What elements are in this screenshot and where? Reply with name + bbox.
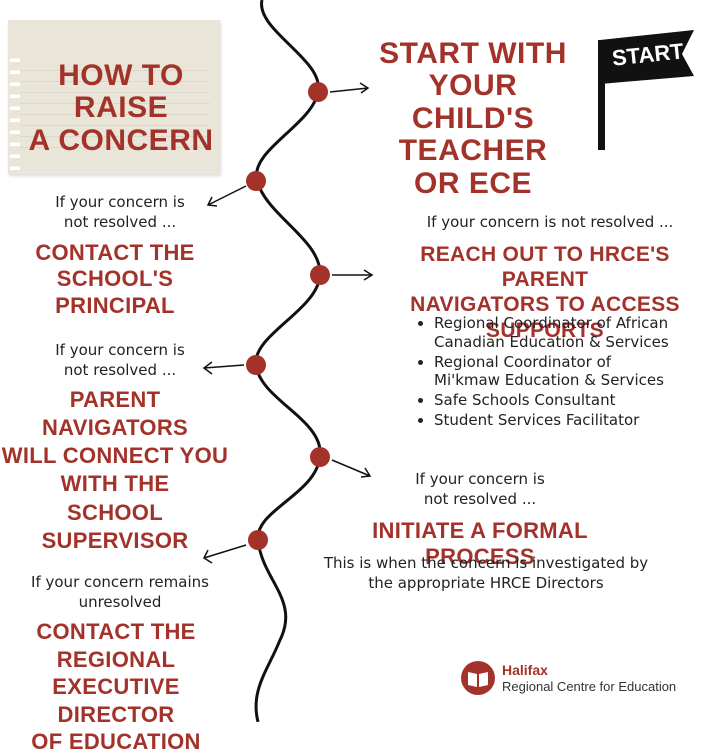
start-flag-icon bbox=[598, 30, 694, 150]
step4-heading: PARENT NAVIGATORS WILL CONNECT YOU WITH … bbox=[0, 386, 230, 555]
step2-heading-line-1: CONTACT THE bbox=[35, 240, 195, 265]
list-item: Regional Coordinator of AfricanCanadian … bbox=[434, 314, 700, 352]
step5-intro-line-1: If your concern is bbox=[415, 470, 545, 488]
bullet-text: Canadian Education & Services bbox=[434, 332, 669, 351]
page-title: HOW TO RAISE A CONCERN bbox=[26, 59, 216, 157]
step6-intro-line-2: unresolved bbox=[78, 592, 162, 611]
arrow-5 bbox=[331, 459, 372, 478]
notepad-lines bbox=[20, 60, 210, 154]
step1-line-1: START WITH YOUR bbox=[379, 37, 567, 103]
step5-body: This is when the concern is investigated… bbox=[310, 554, 662, 593]
step2-intro: If your concern is not resolved ... bbox=[10, 193, 230, 232]
step4-intro: If your concern is not resolved ... bbox=[10, 341, 230, 380]
bullet-text: Regional Coordinator of bbox=[434, 352, 612, 371]
step2-heading: CONTACT THE SCHOOL'S PRINCIPAL bbox=[0, 240, 230, 319]
step4-intro-line-1: If your concern is bbox=[55, 341, 185, 359]
step3-heading-line-1: REACH OUT TO HRCE'S PARENT bbox=[420, 243, 670, 292]
title-line-2: A CONCERN bbox=[28, 123, 214, 157]
arrow-2 bbox=[206, 185, 247, 207]
step4-heading-line-3: WITH THE bbox=[60, 471, 170, 497]
step1-line-3: OR ECE bbox=[413, 166, 533, 200]
step6-heading-line-2: EXECUTIVE DIRECTOR bbox=[52, 674, 180, 727]
arrow-3 bbox=[332, 269, 374, 281]
step4-heading-line-1: PARENT NAVIGATORS bbox=[41, 387, 188, 441]
step2-intro-line-2: not resolved ... bbox=[63, 212, 177, 231]
step2-heading-line-2: SCHOOL'S PRINCIPAL bbox=[55, 266, 175, 318]
list-item: Safe Schools Consultant bbox=[434, 391, 700, 410]
step5-intro-line-2: not resolved ... bbox=[423, 489, 537, 508]
timeline-path bbox=[254, 0, 322, 722]
step3-intro: If your concern is not resolved ... bbox=[426, 213, 674, 231]
hrce-logo: Halifax Regional Centre for Education bbox=[460, 660, 700, 700]
arrow-6 bbox=[203, 544, 247, 564]
step6-intro: If your concern remains unresolved bbox=[10, 573, 230, 612]
timeline-arrows bbox=[202, 82, 374, 564]
bullet-text: Mi'kmaw Education & Services bbox=[434, 371, 664, 390]
step4-heading-line-4: SCHOOL SUPERVISOR bbox=[41, 499, 189, 553]
arrow-4 bbox=[202, 361, 245, 375]
step3-heading-line-2: NAVIGATORS TO ACCESS SUPPORTS bbox=[410, 293, 680, 342]
step5-body-line-2: the appropriate HRCE Directors bbox=[368, 573, 604, 592]
step1-heading: START WITH YOUR CHILD'S TEACHER OR ECE bbox=[362, 37, 584, 200]
logo-name: Halifax bbox=[502, 662, 548, 678]
step6-heading: CONTACT THE REGIONAL EXECUTIVE DIRECTOR … bbox=[0, 618, 232, 756]
step4-intro-line-2: not resolved ... bbox=[63, 360, 177, 379]
step4-heading-line-2: WILL CONNECT YOU bbox=[1, 443, 229, 469]
bullet-text: Student Services Facilitator bbox=[434, 410, 640, 429]
timeline-dot-2 bbox=[246, 171, 266, 191]
step2-intro-line-1: If your concern is bbox=[55, 193, 185, 211]
bullet-text: Regional Coordinator of African bbox=[434, 314, 669, 332]
step5-body-line-1: This is when the concern is investigated… bbox=[323, 554, 649, 572]
timeline-dot-1 bbox=[308, 82, 328, 102]
step6-heading-line-1: CONTACT THE REGIONAL bbox=[36, 619, 196, 672]
timeline bbox=[202, 0, 374, 722]
book-logo-icon bbox=[461, 661, 495, 695]
step5-heading: INITIATE A FORMAL PROCESS bbox=[372, 518, 588, 570]
step3-heading: REACH OUT TO HRCE'S PARENT NAVIGATORS TO… bbox=[388, 242, 702, 343]
step1-line-2: CHILD'S TEACHER bbox=[398, 101, 548, 168]
timeline-dot-6 bbox=[248, 530, 268, 550]
step6-heading-line-3: OF EDUCATION bbox=[31, 729, 201, 754]
title-notepad: HOW TO RAISE A CONCERN bbox=[8, 20, 220, 174]
timeline-dot-3 bbox=[310, 265, 330, 285]
list-item: Student Services Facilitator bbox=[434, 411, 700, 430]
step6-intro-line-1: If your concern remains bbox=[31, 573, 209, 591]
step5-intro: If your concern is not resolved ... bbox=[400, 470, 560, 509]
title-line-1: HOW TO RAISE bbox=[58, 59, 184, 125]
bullet-text: Safe Schools Consultant bbox=[434, 391, 616, 409]
arrow-1 bbox=[329, 82, 370, 94]
logo-subtitle: Regional Centre for Education bbox=[502, 679, 677, 694]
timeline-dot-5 bbox=[310, 447, 330, 467]
timeline-dot-4 bbox=[246, 355, 266, 375]
step3-bullet-list: Regional Coordinator of AfricanCanadian … bbox=[412, 314, 700, 431]
timeline-dots bbox=[246, 82, 330, 550]
notepad-rings bbox=[10, 50, 20, 170]
